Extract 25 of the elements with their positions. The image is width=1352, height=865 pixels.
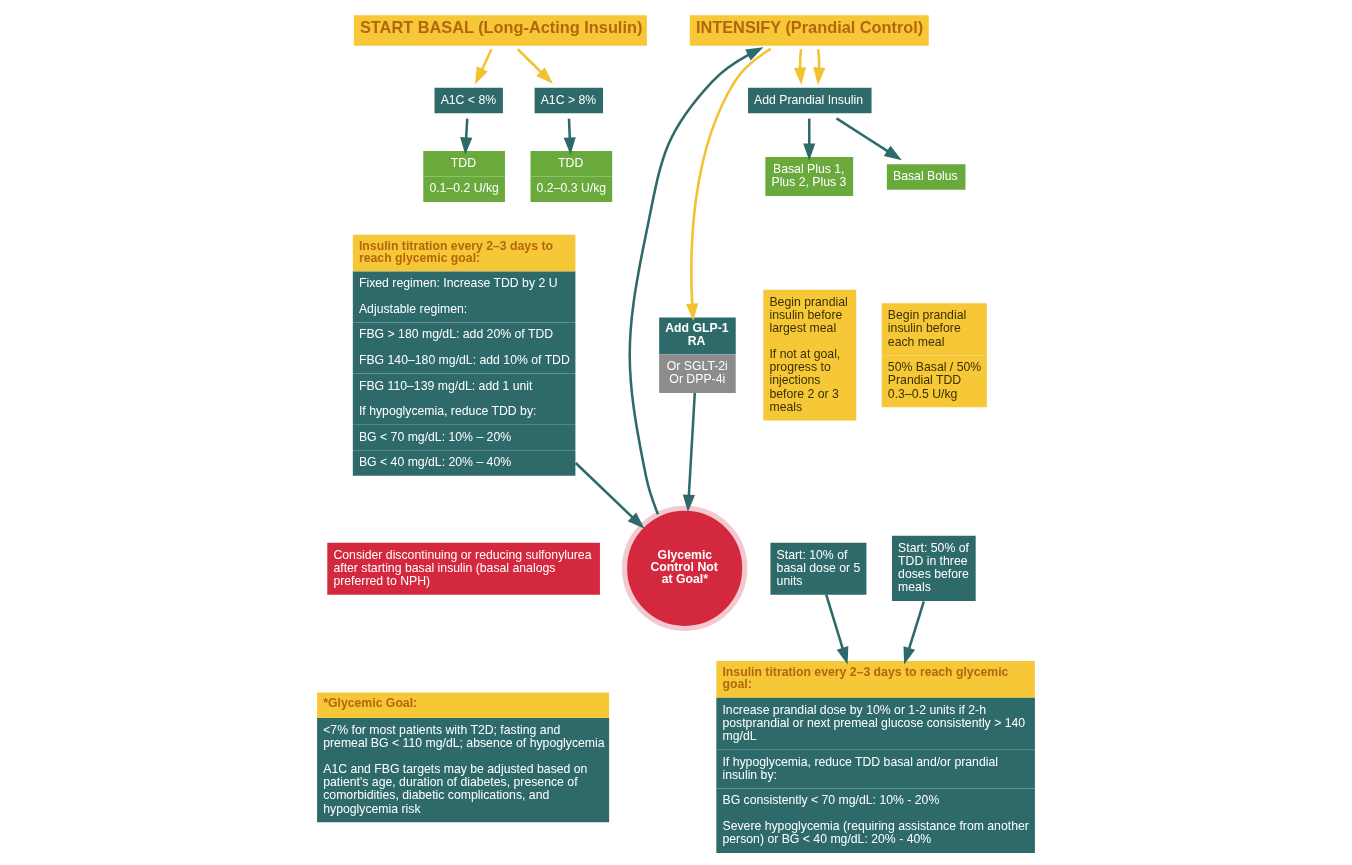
arrow [824,594,849,665]
arrow [474,48,493,85]
arrow [682,392,697,513]
node-box: INTENSIFY (Prandial Control) [689,15,929,46]
node-box: Basal Plus 1, Plus 2, Plus 3 [765,157,854,196]
arrow [628,47,764,515]
arrow [686,47,772,321]
node-box: START BASAL (Long-Acting Insulin) [353,15,647,46]
arrow [903,601,926,665]
arrow [813,49,826,85]
arrow [574,462,645,529]
arrow [516,48,553,84]
node-box: Consider discontinuing or reducing sulfonylurea after starting basal insulin (basal analogs preferred to NPH) [327,542,600,595]
node-circle: Glycemic Control Not at Goal* [622,505,748,631]
node-box: Start: 10% of basal dose or 5 units [770,542,867,595]
node-box: Basal Bolus [886,164,966,190]
node-box: Start: 50% of TDD in three doses before meals [891,535,976,601]
node-box: A1C < 8% [434,87,503,114]
node-box: Add Prandial Insulin [748,87,872,114]
arrow [835,117,902,161]
arrow [460,118,473,155]
arrow [793,49,807,85]
node-box: A1C > 8% [534,87,603,114]
arrow [563,118,576,155]
arrow [803,118,816,161]
